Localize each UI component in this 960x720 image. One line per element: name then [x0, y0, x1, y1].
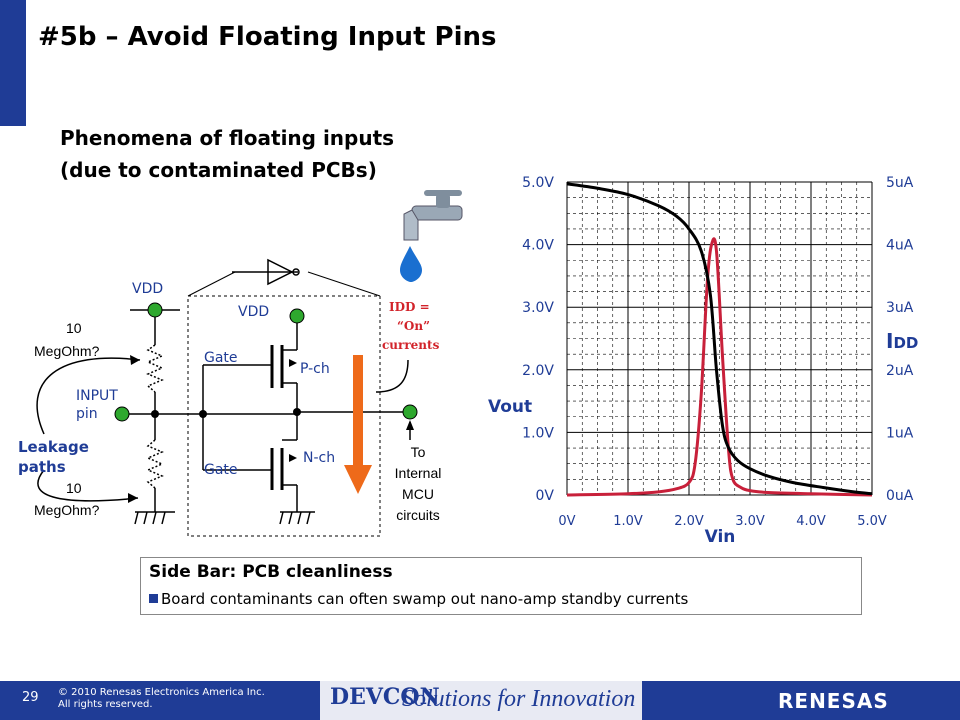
- gate-bottom-label: Gate: [204, 462, 238, 478]
- renesas-logo: RENESAS: [778, 689, 889, 713]
- to-internal-line: Internal: [394, 465, 442, 481]
- title-accent-bar: [0, 0, 26, 126]
- y-tick-label-left: 2.0V: [522, 363, 554, 379]
- y-tick-label-right: 5uA: [886, 175, 914, 191]
- y-tick-label-right: 4uA: [886, 238, 914, 254]
- y-axis-label: Vout: [488, 397, 532, 417]
- gate-top-label: Gate: [204, 350, 238, 366]
- x-tick-label: 5.0V: [857, 514, 887, 529]
- footer-devcon-panel: [320, 681, 642, 720]
- y-tick-label-left: 3.0V: [522, 300, 554, 316]
- page-number: 29: [22, 690, 39, 705]
- series-line: [566, 182, 873, 496]
- idd-label-line3: currents: [382, 338, 440, 352]
- subtitle-line2: (due to contaminated PCBs): [60, 158, 377, 182]
- subtitle-line1: Phenomena of floating inputs: [60, 126, 395, 150]
- x-tick-label: 0V: [558, 514, 575, 529]
- y-tick-label-left: 5.0V: [522, 175, 554, 191]
- input-pin-label-line1: INPUT: [76, 388, 118, 404]
- x-tick-label: 1.0V: [613, 514, 643, 529]
- y-tick-label-right: 1uA: [886, 425, 914, 441]
- y-tick-label-right: 3uA: [886, 300, 914, 316]
- series-line: [566, 237, 873, 497]
- y-tick-label-left: 1.0V: [522, 425, 554, 441]
- copyright-line1: © 2010 Renesas Electronics America Inc.: [58, 687, 265, 698]
- bullet-square-icon: [149, 594, 158, 603]
- sidebar-bullet-text: Board contaminants can often swamp out n…: [161, 590, 689, 608]
- slide-title: #5b – Avoid Floating Input Pins: [38, 22, 497, 52]
- nch-label: N-ch: [303, 450, 336, 466]
- y-tick-label-left: 0V: [536, 488, 555, 504]
- leakage-label-line1: Leakage: [18, 438, 89, 456]
- to-internal-label: To Internal MCU circuits: [395, 442, 442, 526]
- resistor-top-unit: MegOhm?: [34, 343, 100, 359]
- idd-label-line1: IDD =: [389, 300, 430, 314]
- sidebar-box: Side Bar: PCB cleanliness Board contamin…: [140, 557, 862, 615]
- to-internal-line: To: [410, 444, 426, 460]
- resistor-bottom-value: 10: [66, 480, 82, 496]
- devcon-logo: DEVCON: [330, 684, 440, 710]
- tagline: Solutions for Innovation: [402, 686, 636, 712]
- sidebar-bullet: Board contaminants can often swamp out n…: [149, 590, 688, 608]
- x-tick-label: 3.0V: [735, 514, 765, 529]
- y-tick-label-right: 2uA: [886, 363, 914, 379]
- idd-label-line2: “On”: [397, 319, 430, 333]
- y-tick-label-right: 0uA: [886, 488, 914, 504]
- resistor-top-value: 10: [66, 320, 82, 336]
- x-tick-label: 4.0V: [796, 514, 826, 529]
- y-axis-label-right: IDD: [886, 329, 918, 353]
- sidebar-title: Side Bar: PCB cleanliness: [149, 562, 393, 582]
- to-internal-line: circuits: [396, 507, 440, 523]
- leakage-label-line2: paths: [18, 458, 66, 476]
- input-pin-label-line2: pin: [76, 406, 98, 422]
- resistor-bottom-unit: MegOhm?: [34, 502, 100, 518]
- pch-label: P-ch: [300, 361, 330, 377]
- y-tick-label-left: 4.0V: [522, 238, 554, 254]
- to-internal-line: MCU: [402, 486, 434, 502]
- copyright: © 2010 Renesas Electronics America Inc. …: [58, 687, 265, 711]
- x-tick-label: 2.0V: [674, 514, 704, 529]
- x-axis-label: Vin: [705, 527, 736, 547]
- copyright-line2: All rights reserved.: [58, 699, 153, 710]
- vdd-left-label: VDD: [132, 281, 164, 297]
- faucet-icon: [400, 190, 463, 282]
- vdd-inner-label: VDD: [238, 304, 270, 320]
